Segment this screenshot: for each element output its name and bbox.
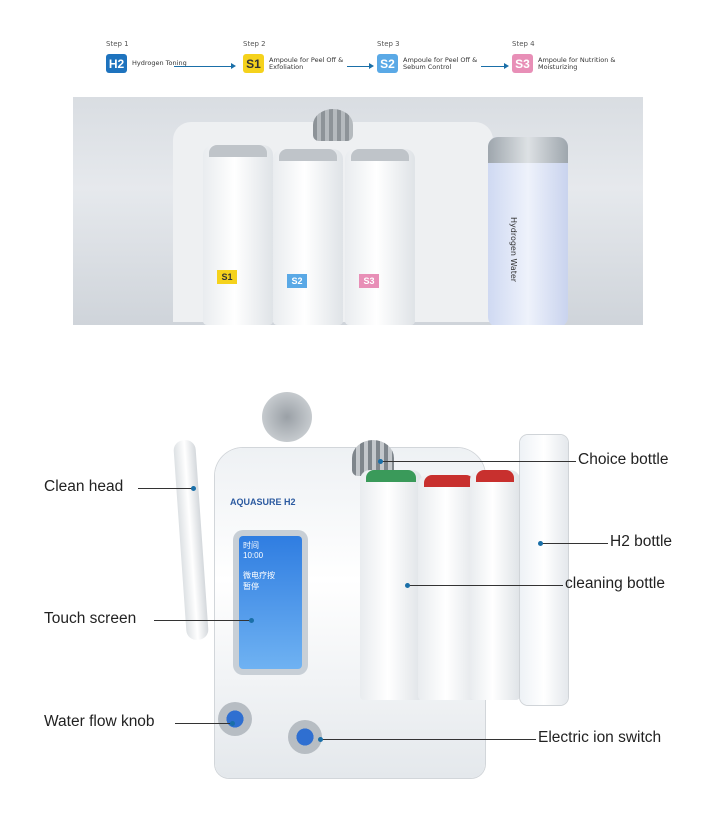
h2-bottle-label: Hydrogen Water <box>509 217 518 283</box>
callout-choice-bottle: Choice bottle <box>578 451 669 468</box>
callout-h2-bottle: H2 bottle <box>610 533 673 550</box>
step-row: S2 Ampoule for Peel Off & Sebum Control <box>377 54 478 73</box>
callout-cleaning-bottle: cleaning bottle <box>565 575 665 592</box>
arrow-icon <box>174 63 236 69</box>
probe-head-icon <box>313 109 353 141</box>
callout-dot <box>378 459 383 464</box>
step-2: Step 2 S1 Ampoule for Peel Off & Exfolia… <box>243 40 343 73</box>
step-text: Hydrogen Toning <box>132 59 187 67</box>
steps-header: Step 1 H2 Hydrogen Toning Step 2 S1 Ampo… <box>0 0 720 95</box>
callout-line <box>540 543 608 544</box>
step-text: Ampoule for Peel Off & Sebum Control <box>403 55 478 71</box>
bottle-cap <box>209 145 267 157</box>
step-4: Step 4 S3 Ampoule for Nutrition & Moistu… <box>512 40 615 73</box>
screen-mode: 微电疗按 <box>243 571 275 580</box>
bottle-cap <box>279 149 337 161</box>
bottle-label: S2 <box>287 274 307 288</box>
bottle-cap <box>476 470 514 482</box>
callout-touch-screen: Touch screen <box>44 610 137 627</box>
callout-line <box>154 620 250 621</box>
bottle-label: S1 <box>217 270 237 284</box>
step-number: Step 4 <box>512 40 535 48</box>
bottle-2 <box>418 475 480 700</box>
h2-bottle <box>520 435 568 705</box>
step-badge: S2 <box>377 54 398 73</box>
step-1: Step 1 H2 Hydrogen Toning <box>106 40 187 73</box>
screen-time-label: 时间 <box>243 541 259 550</box>
bottle-cap <box>351 149 409 161</box>
water-flow-knob[interactable] <box>218 702 252 736</box>
callout-line <box>320 739 536 740</box>
callout-dot <box>249 618 254 623</box>
arrow-icon <box>347 63 374 69</box>
device-photo: AQUASURE H2 时间 10:00 微电疗按 暂停 Clean head … <box>0 330 720 837</box>
callout-dot <box>538 541 543 546</box>
callout-water-flow-knob: Water flow knob <box>44 713 155 730</box>
callout-electric-ion-switch: Electric ion switch <box>538 729 662 746</box>
clean-head-handpiece <box>173 439 209 641</box>
step-badge: S3 <box>512 54 533 73</box>
step-badge: S1 <box>243 54 264 73</box>
bottle-s3: S3 <box>345 149 415 325</box>
bottles-closeup-photo: S1 S2 S3 Hydrogen Water <box>73 97 643 325</box>
step-badge: H2 <box>106 54 127 73</box>
bottle-label: S3 <box>359 274 379 288</box>
callout-dot <box>405 583 410 588</box>
screen-time: 10:00 <box>243 551 264 560</box>
bottle-cap <box>488 137 568 163</box>
callout-line <box>138 488 192 489</box>
touch-screen[interactable]: 时间 10:00 微电疗按 暂停 <box>233 530 308 675</box>
callout-dot <box>191 486 196 491</box>
screen-state: 暂停 <box>243 582 259 591</box>
bottle-cap <box>366 470 416 482</box>
step-text: Ampoule for Peel Off & Exfoliation <box>269 55 344 71</box>
step-text: Ampoule for Nutrition & Moisturizing <box>538 55 616 71</box>
step-number: Step 1 <box>106 40 129 48</box>
h2-water-bottle: Hydrogen Water <box>488 137 568 325</box>
screen-display: 时间 10:00 微电疗按 暂停 <box>239 536 302 669</box>
roller-icon <box>262 392 312 442</box>
electric-ion-knob[interactable] <box>288 720 322 754</box>
callout-clean-head: Clean head <box>44 478 124 495</box>
step-row: S3 Ampoule for Nutrition & Moisturizing <box>512 54 618 73</box>
callout-line <box>380 461 576 462</box>
callout-line <box>407 585 563 586</box>
arrow-icon <box>481 63 509 69</box>
step-number: Step 2 <box>243 40 266 48</box>
bottle-cap <box>424 475 474 487</box>
step-3: Step 3 S2 Ampoule for Peel Off & Sebum C… <box>377 40 477 73</box>
step-row: S1 Ampoule for Peel Off & Exfoliation <box>243 54 347 73</box>
callout-line <box>175 723 231 724</box>
step-row: H2 Hydrogen Toning <box>106 54 192 73</box>
bottle-s2: S2 <box>273 149 343 325</box>
step-number: Step 3 <box>377 40 400 48</box>
bottle-s1: S1 <box>203 145 273 325</box>
callout-dot <box>230 721 235 726</box>
callout-dot <box>318 737 323 742</box>
device-brand: AQUASURE H2 <box>230 497 296 507</box>
